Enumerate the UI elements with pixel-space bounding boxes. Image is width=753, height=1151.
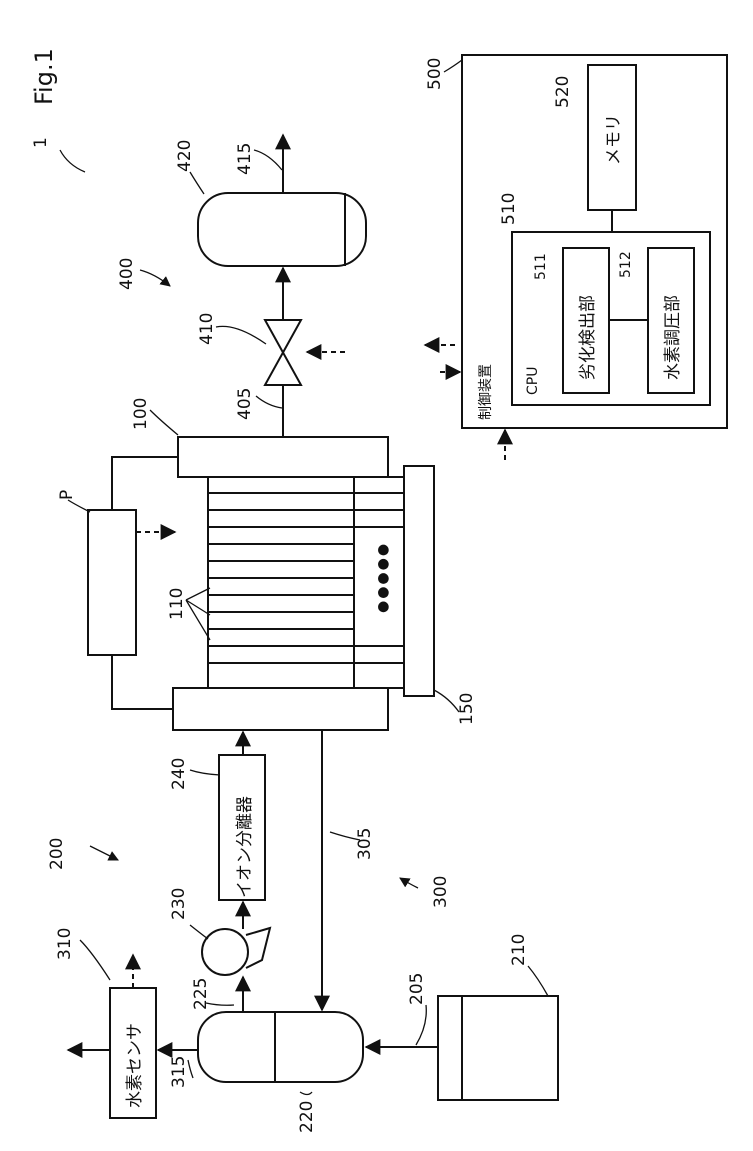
label-240: 240: [169, 758, 189, 790]
leader-210: [528, 966, 548, 996]
label-315: 315: [169, 1056, 189, 1088]
tank-220: [198, 1012, 363, 1082]
leader-300: [400, 878, 418, 888]
label-510: 510: [499, 193, 519, 225]
label-300: 300: [431, 876, 451, 908]
cell-stack: [173, 437, 434, 730]
label-210: 210: [509, 934, 529, 966]
label-225: 225: [191, 978, 211, 1010]
leader-150: [434, 690, 459, 712]
leader-415: [254, 150, 282, 170]
label-205: 205: [407, 973, 427, 1005]
label-305: 305: [355, 828, 375, 860]
ion-separator-label: イオン分離器: [235, 796, 255, 898]
leader-220: [300, 1092, 312, 1095]
leader-310: [80, 940, 110, 980]
cpu-label: CPU: [525, 367, 541, 395]
controller-label: 制御装置: [478, 364, 494, 420]
valve-410: [265, 320, 301, 385]
label-405: 405: [235, 388, 255, 420]
label-220: 220: [297, 1101, 317, 1133]
label-p: P: [57, 490, 77, 500]
label-511: 511: [533, 253, 549, 280]
leader-500: [444, 60, 462, 72]
label-110: 110: [167, 588, 187, 620]
leader-240: [190, 770, 220, 775]
label-1: 1: [31, 137, 51, 148]
leader-1: [60, 150, 85, 172]
tank-420: [198, 193, 366, 266]
stack-dots: ●●●●●: [375, 542, 391, 613]
label-230: 230: [169, 888, 189, 920]
pump-p: [88, 510, 136, 655]
leader-420: [190, 172, 204, 194]
label-400: 400: [117, 258, 137, 290]
degradation-detector-label: 劣化検出部: [578, 295, 598, 380]
leader-110: [186, 588, 210, 640]
label-420: 420: [175, 140, 195, 172]
label-410: 410: [197, 313, 217, 345]
label-500: 500: [425, 58, 445, 90]
tank-210: [438, 996, 558, 1100]
label-520: 520: [553, 76, 573, 108]
label-100: 100: [131, 398, 151, 430]
leader-400: [140, 270, 170, 286]
hydrogen-pressure-regulator-label: 水素調圧部: [663, 295, 683, 380]
label-415: 415: [235, 143, 255, 175]
figure-title: Fig.1: [30, 48, 58, 105]
pump-230-outlet: [246, 928, 270, 968]
label-310: 310: [55, 928, 75, 960]
leader-405: [256, 396, 282, 408]
memory-label: メモリ: [604, 114, 624, 165]
label-512: 512: [618, 251, 634, 278]
leader-p: [68, 500, 90, 512]
leader-230: [190, 925, 208, 939]
leader-100: [150, 410, 178, 435]
leader-410: [216, 326, 266, 344]
pump-230: [202, 929, 248, 975]
label-200: 200: [47, 838, 67, 870]
leader-200: [90, 846, 118, 860]
hydrogen-sensor-label: 水素センサ: [125, 1023, 145, 1108]
label-150: 150: [457, 693, 477, 725]
leader-205: [416, 1005, 426, 1045]
